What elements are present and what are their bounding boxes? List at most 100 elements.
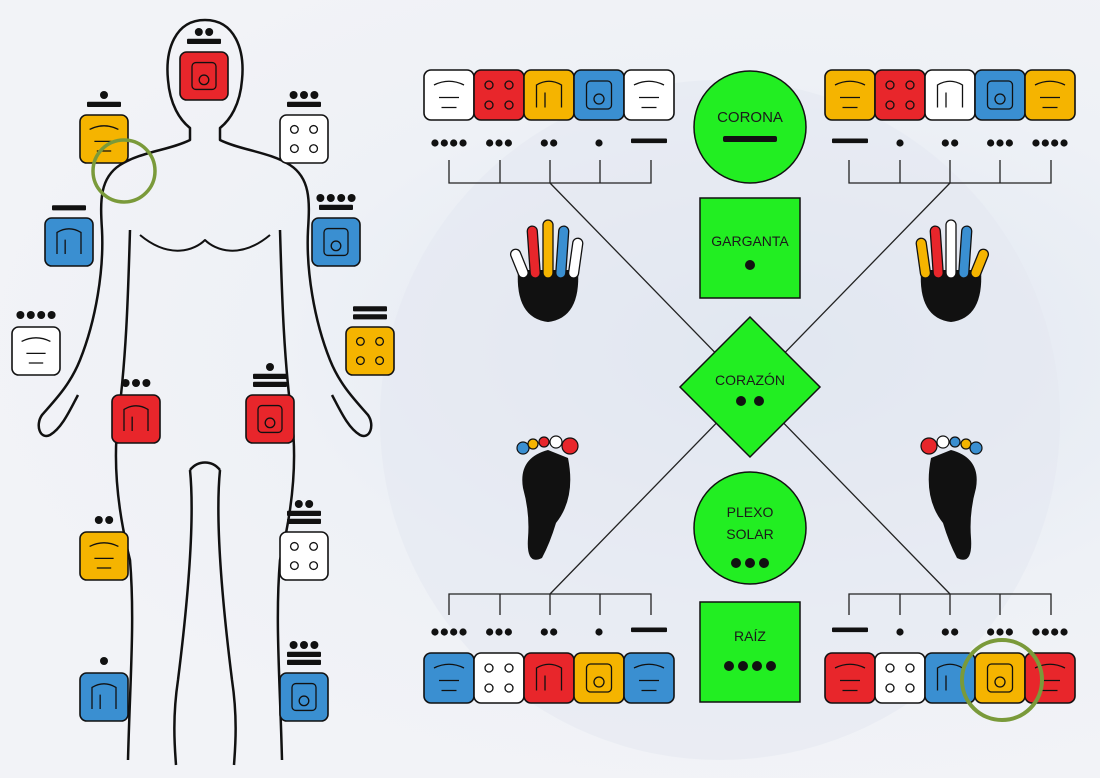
number-dot bbox=[1060, 628, 1068, 636]
chakra-garganta-dot bbox=[745, 260, 755, 270]
glyph-mark bbox=[323, 227, 349, 257]
number-bar bbox=[832, 138, 868, 144]
glyph-mark bbox=[885, 80, 895, 90]
glyph-mark bbox=[309, 144, 319, 154]
maya-number bbox=[316, 194, 356, 210]
number-dot bbox=[896, 139, 904, 147]
glyph-frame bbox=[623, 69, 675, 121]
glyph-mark bbox=[191, 61, 217, 91]
number-dot bbox=[1060, 139, 1068, 147]
hands-and-feet bbox=[509, 219, 990, 560]
number-dot bbox=[16, 311, 25, 319]
chakra-raiz-dot bbox=[766, 661, 776, 671]
maya-number bbox=[941, 139, 959, 147]
glyph-mark bbox=[885, 683, 895, 693]
glyph-mark bbox=[885, 663, 895, 673]
maya-number bbox=[121, 379, 151, 387]
glyph-rows bbox=[423, 69, 1076, 704]
toe bbox=[949, 436, 961, 448]
glyph-mark bbox=[355, 336, 365, 346]
maya-number bbox=[253, 363, 287, 387]
chakra-plexo-label-1: PLEXO bbox=[727, 504, 774, 520]
number-dot bbox=[205, 28, 214, 36]
number-dot bbox=[941, 628, 949, 636]
number-bar bbox=[631, 627, 667, 633]
maya-number bbox=[1032, 628, 1068, 636]
body-glyph-layer bbox=[11, 28, 395, 722]
number-dot bbox=[1051, 139, 1059, 147]
glyph-mark bbox=[484, 80, 494, 90]
glyph-frame bbox=[423, 69, 475, 121]
glyph-mark bbox=[905, 80, 915, 90]
toe bbox=[920, 437, 938, 455]
glyph-mark bbox=[585, 80, 613, 110]
chakra-garganta-label: GARGANTA bbox=[711, 233, 789, 249]
number-dot bbox=[951, 139, 959, 147]
number-bar bbox=[353, 314, 387, 320]
glyph-frame bbox=[311, 217, 361, 267]
number-bar bbox=[631, 138, 667, 144]
glyph-tile bbox=[311, 217, 361, 267]
glyph-frame bbox=[279, 672, 329, 722]
number-bar bbox=[253, 381, 287, 387]
toe bbox=[516, 441, 530, 455]
glyph-frame bbox=[523, 652, 575, 704]
number-dot bbox=[996, 139, 1004, 147]
number-dot bbox=[440, 628, 448, 636]
maya-number bbox=[52, 205, 86, 211]
number-dot bbox=[996, 628, 1004, 636]
glyph-mark bbox=[986, 80, 1014, 110]
finger bbox=[958, 225, 973, 279]
glyph-tile bbox=[279, 114, 329, 164]
glyph-mark bbox=[504, 80, 514, 90]
glyph-frame bbox=[824, 69, 876, 121]
number-dot bbox=[486, 628, 494, 636]
glyph-frame bbox=[473, 69, 525, 121]
number-dot bbox=[431, 628, 439, 636]
glyph-mark bbox=[433, 80, 465, 109]
glyph-mark bbox=[1034, 80, 1066, 109]
number-dot bbox=[94, 516, 103, 524]
number-dot bbox=[1041, 628, 1049, 636]
finger bbox=[509, 248, 529, 279]
glyph-mark bbox=[309, 124, 319, 134]
maya-number bbox=[187, 28, 221, 44]
toe bbox=[561, 437, 579, 455]
highlight-circle-left bbox=[91, 138, 157, 204]
maya-number bbox=[896, 628, 904, 636]
number-bar bbox=[353, 306, 387, 312]
toe bbox=[527, 438, 539, 450]
glyph-frame bbox=[179, 51, 229, 101]
number-dot bbox=[450, 628, 458, 636]
number-dot bbox=[1032, 628, 1040, 636]
chakra-column: CORONA GARGANTA CORAZÓN PLEXO SOLAR RAÍZ bbox=[678, 70, 822, 703]
glyph-tile bbox=[79, 672, 129, 722]
chakra-plexo-label-2: SOLAR bbox=[726, 526, 773, 542]
chakra-corona-bar bbox=[723, 136, 777, 142]
chakra-plexo-dot bbox=[745, 558, 755, 568]
chakra-corona-circle bbox=[693, 70, 807, 184]
maya-number bbox=[832, 138, 868, 144]
number-dot bbox=[337, 194, 346, 202]
glyph-frame bbox=[874, 69, 926, 121]
palm bbox=[517, 270, 579, 322]
glyph-mark bbox=[484, 663, 494, 673]
finger bbox=[945, 219, 957, 279]
glyph-tile bbox=[1024, 652, 1076, 704]
glyph-mark bbox=[375, 336, 385, 346]
maya-number bbox=[631, 627, 667, 633]
glyph-frame bbox=[523, 69, 575, 121]
glyph-frame bbox=[924, 69, 976, 121]
glyph-frame bbox=[824, 652, 876, 704]
glyph-tile bbox=[11, 326, 61, 376]
glyph-mark bbox=[91, 683, 117, 709]
number-bar bbox=[287, 651, 321, 657]
number-dot bbox=[347, 194, 356, 202]
glyph-mark bbox=[289, 144, 299, 154]
number-dot bbox=[495, 628, 503, 636]
glyph-tile bbox=[523, 652, 575, 704]
foot-icon bbox=[516, 435, 579, 560]
toe bbox=[969, 441, 983, 455]
glyph-mark bbox=[375, 356, 385, 366]
chakra-corona-label: CORONA bbox=[717, 109, 783, 126]
